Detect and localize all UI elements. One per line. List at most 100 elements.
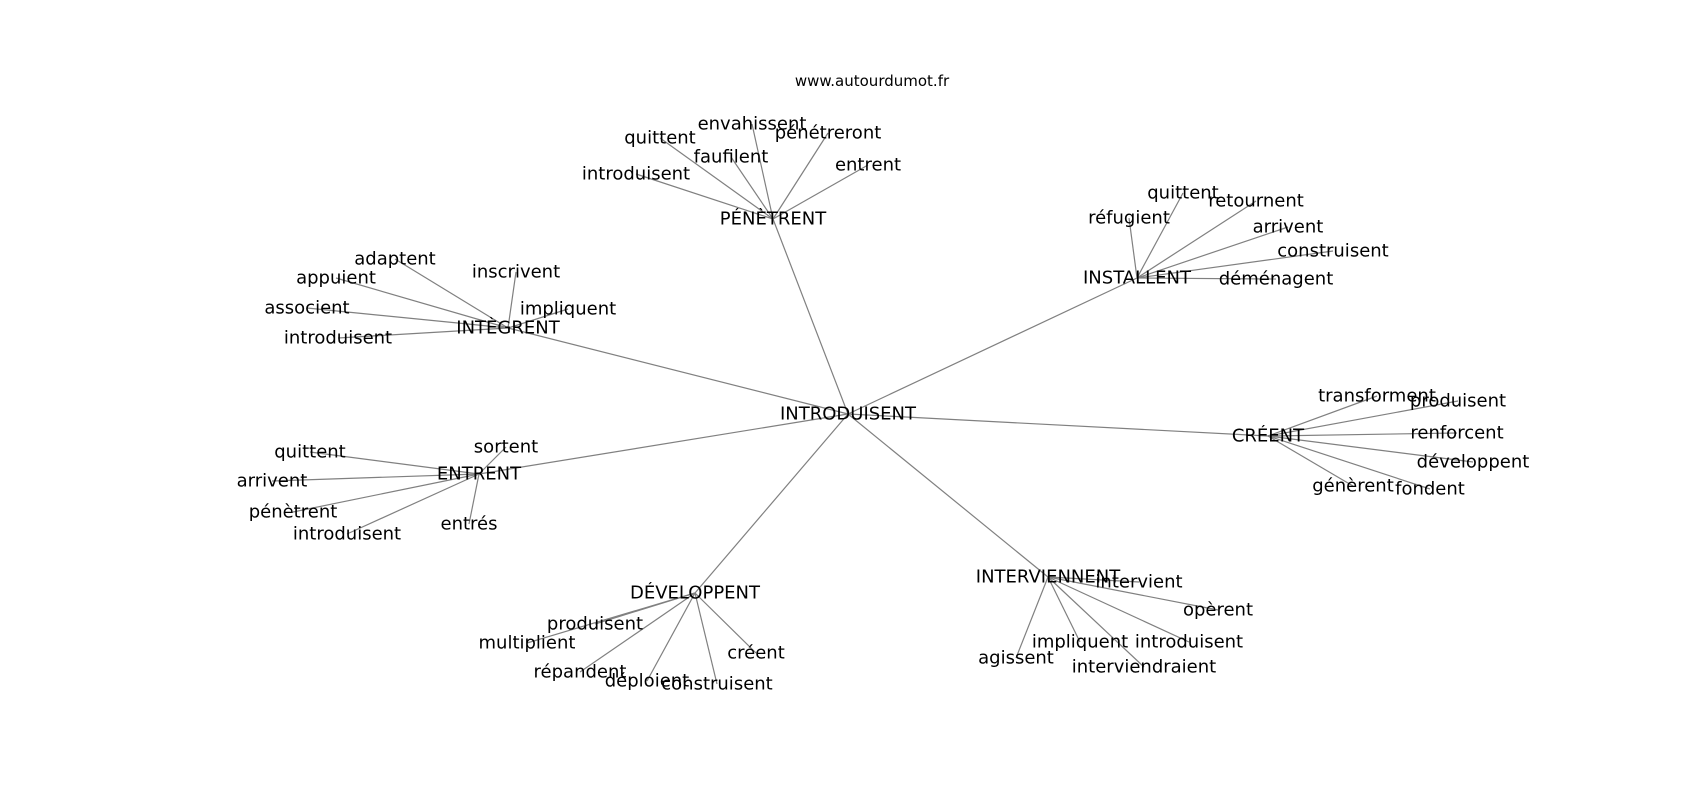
edge-hub-word (694, 592, 718, 685)
word-node: introduisent (284, 328, 392, 349)
word-node: appuient (296, 268, 376, 289)
hub-node: DÉVELOPPENT (630, 582, 761, 604)
word-node: quittent (1147, 183, 1219, 204)
edge-hub-word (1047, 576, 1145, 668)
hub-node: ENTRENT (437, 464, 522, 485)
edge-hub-word (1267, 435, 1354, 487)
word-node: développent (1417, 452, 1530, 473)
word-node: fondent (1395, 479, 1465, 500)
graph-labels: INTRODUISENTPÉNÈTRENTenvahissentquittent… (237, 114, 1530, 695)
word-node: renforcent (1410, 423, 1503, 444)
edge-hub-word (646, 592, 696, 682)
word-node: introduisent (293, 524, 401, 545)
hub-node: INTERVIENNENT (976, 567, 1121, 588)
word-node: quittent (624, 128, 696, 149)
edge-hub-word (335, 277, 509, 329)
edge-center-hub (847, 277, 1138, 415)
edge-hub-word (659, 137, 774, 220)
word-node: construisent (1277, 241, 1388, 262)
edge-hub-word (292, 473, 480, 513)
word-node: agissent (978, 648, 1054, 669)
word-node: intervient (1095, 572, 1182, 593)
word-node: associent (264, 298, 349, 319)
word-node: arrivent (1253, 217, 1324, 238)
word-node: pénétreront (775, 123, 882, 144)
edge-hub-word (1136, 200, 1257, 279)
word-node: produisent (547, 614, 643, 635)
edge-hub-word (1267, 395, 1378, 437)
word-node: arrivent (237, 471, 308, 492)
word-node: réfugient (1088, 208, 1170, 229)
word-node: entrés (441, 514, 498, 535)
word-node: introduisent (582, 164, 690, 185)
hub-node: PÉNÈTRENT (720, 208, 827, 230)
edge-hub-word (1128, 217, 1138, 279)
word-node: déménagent (1219, 269, 1334, 290)
edge-hub-word (507, 271, 517, 329)
word-node: sortent (474, 437, 538, 458)
word-node: envahissent (698, 114, 807, 135)
edge-hub-word (772, 132, 829, 220)
word-node: génèrent (1312, 476, 1394, 497)
word-node: déploient (605, 671, 689, 692)
edge-hub-word (306, 307, 509, 329)
hub-node: CRÉENT (1232, 425, 1305, 447)
word-node: retournent (1208, 191, 1304, 212)
word-node: construisent (661, 674, 772, 695)
edge-hub-word (694, 592, 757, 654)
edge-hub-word (1136, 277, 1277, 280)
word-node: créent (727, 643, 785, 664)
edge-hub-word (1047, 576, 1190, 643)
edge-hub-word (772, 164, 869, 220)
edge-hub-word (1136, 192, 1184, 279)
edge-hub-word (1267, 400, 1459, 437)
edge-center-hub (847, 413, 1269, 437)
edge-hub-word (394, 258, 509, 329)
edge-hub-word (468, 473, 480, 525)
word-node: faufilent (694, 147, 769, 168)
word-node: impliquent (520, 299, 616, 320)
word-node: adaptent (354, 249, 436, 270)
edge-hub-word (751, 123, 774, 220)
edge-center-hub (507, 327, 849, 415)
edge-hub-word (1047, 576, 1219, 611)
edge-center-hub (478, 413, 849, 475)
hub-node: INSTALLENT (1083, 268, 1192, 289)
edge-hub-word (346, 473, 480, 535)
center-node: INTRODUISENT (780, 404, 917, 425)
edge-hub-word (1136, 226, 1289, 279)
graph-edges (271, 123, 1474, 685)
word-node: quittent (274, 442, 346, 463)
word-node: produisent (1410, 391, 1506, 412)
edge-center-hub (772, 218, 849, 415)
edge-hub-word (478, 446, 507, 475)
edge-hub-word (579, 592, 696, 673)
word-node: inscrivent (472, 262, 560, 283)
edge-hub-word (1047, 576, 1140, 583)
edge-hub-word (337, 327, 509, 339)
edge-hub-word (1267, 432, 1458, 437)
word-node: introduisent (1135, 632, 1243, 653)
edge-hub-word (730, 156, 774, 220)
word-node: multiplient (479, 633, 576, 654)
word-node: interviendraient (1072, 657, 1216, 678)
edge-center-hub (847, 413, 1049, 578)
hub-node: INTÈGRENT (456, 317, 560, 339)
edge-hub-word (507, 308, 569, 329)
edge-hub-word (1136, 250, 1334, 279)
word-node: entrent (835, 155, 901, 176)
edge-hub-word (1047, 576, 1081, 643)
edge-hub-word (635, 173, 774, 220)
edge-hub-word (309, 451, 480, 475)
edge-center-hub (694, 413, 849, 594)
word-node: pénètrent (249, 502, 338, 523)
word-node: opèrent (1183, 600, 1253, 621)
edge-hub-word (1015, 576, 1049, 659)
edge-hub-word (526, 592, 696, 644)
edge-hub-word (271, 473, 480, 482)
word-node: transforment (1318, 386, 1436, 407)
edge-hub-word (1267, 435, 1431, 490)
word-node: répandent (534, 662, 627, 683)
source-url: www.autourdumot.fr (794, 72, 950, 90)
